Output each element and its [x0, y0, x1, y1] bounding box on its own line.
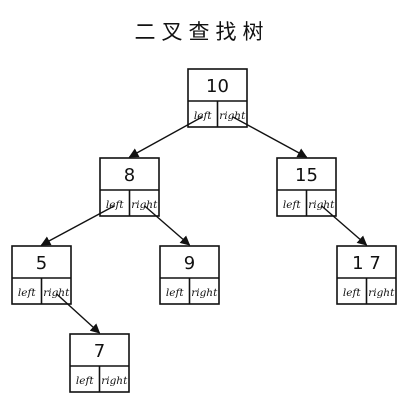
tree-node-n10: 10 left right	[187, 68, 248, 128]
tree-node-n15: 15 left right	[276, 157, 337, 217]
node-key: 1 7	[352, 253, 381, 274]
right-pointer-label: right	[131, 199, 158, 211]
right-pointer-label: right	[101, 375, 128, 387]
tree-node-n8: 8 left right	[99, 157, 160, 217]
right-pointer-label: right	[308, 199, 335, 211]
left-pointer-label: left	[18, 287, 36, 299]
edge-n8-to-n5	[40, 204, 116, 246]
right-pointer-label: right	[191, 287, 218, 299]
left-pointer-label: left	[283, 199, 301, 211]
edge-n10-to-n15	[231, 115, 308, 158]
left-pointer-label: left	[76, 375, 94, 387]
edge-n10-to-n8	[128, 115, 204, 158]
tree-node-n7: 7 left right	[69, 333, 130, 393]
edge-n15-to-n17	[320, 205, 368, 246]
right-pointer-label: right	[368, 287, 395, 299]
node-key: 7	[94, 341, 105, 362]
diagram-title: 二叉查找树	[134, 20, 270, 44]
node-key: 5	[36, 253, 47, 274]
left-pointer-label: left	[194, 110, 212, 122]
node-key: 10	[206, 76, 229, 97]
node-key: 9	[184, 253, 195, 274]
left-pointer-label: left	[166, 287, 184, 299]
edges-layer	[40, 115, 368, 334]
tree-node-n17: 1 7 left right	[336, 245, 397, 305]
right-pointer-label: right	[43, 287, 70, 299]
node-key: 8	[124, 165, 135, 186]
edge-n8-to-n9	[143, 205, 191, 246]
tree-node-n9: 9 left right	[159, 245, 220, 305]
edge-n5-to-n7	[55, 293, 101, 334]
tree-node-n5: 5 left right	[11, 245, 72, 305]
right-pointer-label: right	[219, 110, 246, 122]
left-pointer-label: left	[106, 199, 124, 211]
left-pointer-label: left	[343, 287, 361, 299]
node-key: 15	[295, 165, 318, 186]
